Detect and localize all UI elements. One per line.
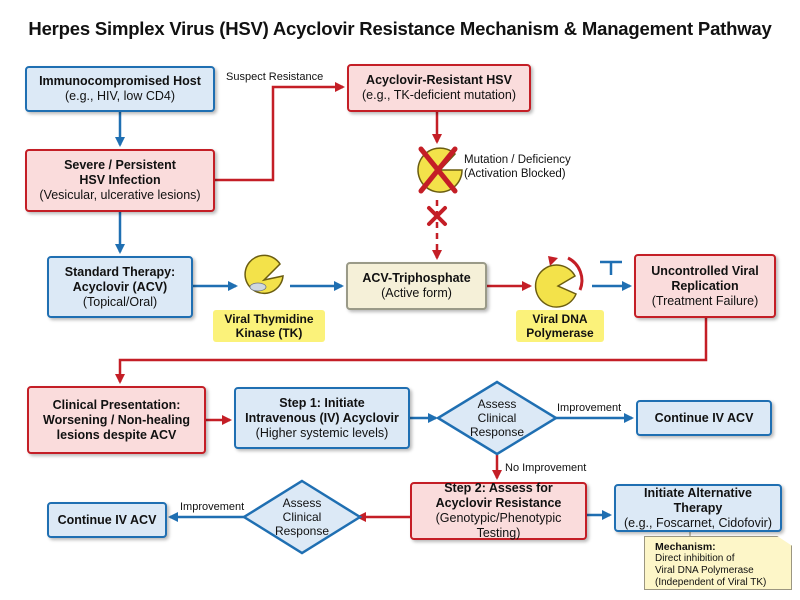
node-alternative-therapy: Initiate Alternative Therapy (e.g., Fosc… <box>614 484 782 532</box>
thymidine-kinase-icon <box>244 254 284 295</box>
node-title-line-1: Severe / Persistent <box>64 158 176 172</box>
enzyme-line-2: Kinase (TK) <box>235 326 303 340</box>
node-subtitle: (Genotypic/Phenotypic Testing) <box>435 511 562 540</box>
enzyme-line-1: Viral DNA <box>532 312 588 326</box>
node-subtitle: (Topical/Oral) <box>82 294 158 309</box>
enzyme-label-dna-polymerase: Viral DNA Polymerase <box>516 310 604 342</box>
node-line-3: lesions despite ACV <box>56 427 177 442</box>
node-title-line-1: Standard Therapy: <box>64 264 176 279</box>
decision-diamond-2 <box>241 479 363 555</box>
decision-diamond-1 <box>435 380 559 456</box>
note-line-1: Direct inhibition of <box>655 553 735 564</box>
node-title-line-2: HSV Infection <box>79 173 161 187</box>
node-title: ACV-Triphosphate <box>362 271 471 285</box>
node-continue-iv-acv-2: Continue IV ACV <box>47 502 167 538</box>
node-title-line-1: Step 1: Initiate <box>279 395 365 410</box>
node-uncontrolled-replication: Uncontrolled Viral Replication (Treatmen… <box>634 254 776 318</box>
mechanism-note: Mechanism: Direct inhibition of Viral DN… <box>644 536 792 590</box>
note-line-3: (Independent of Viral TK) <box>655 577 767 588</box>
decision-line-3: Response <box>469 425 525 439</box>
decision-line-1: Assess <box>282 496 322 510</box>
edge-label-improvement-2: Improvement <box>180 501 245 513</box>
node-title: Continue IV ACV <box>654 410 754 425</box>
node-step2-assess-resistance: Step 2: Assess for Acyclovir Resistance … <box>410 481 587 540</box>
node-line-1: Clinical Presentation: <box>52 397 181 412</box>
node-subtitle: (Vesicular, ulcerative lesions) <box>39 188 201 202</box>
edge-label-improvement-1: Improvement <box>557 402 622 414</box>
enzyme-line-2: Polymerase <box>526 326 594 340</box>
inhibition-icon <box>600 260 622 275</box>
node-subtitle: (Treatment Failure) <box>651 293 759 308</box>
enzyme-line-1: Viral Thymidine <box>224 312 314 326</box>
decision-line-1: Assess <box>477 397 517 411</box>
blocked-activation-icon <box>417 146 463 194</box>
node-clinical-presentation: Clinical Presentation: Worsening / Non-h… <box>27 386 206 454</box>
node-subtitle: (e.g., TK-deficient mutation) <box>361 88 516 102</box>
node-title: Initiate Alternative Therapy <box>644 485 752 515</box>
decision-line-2: Clinical <box>282 510 322 524</box>
node-title: Immunocompromised Host <box>39 74 201 88</box>
note-title: Mechanism: <box>655 541 716 553</box>
node-severe-infection: Severe / Persistent HSV Infection (Vesic… <box>25 149 215 212</box>
node-subtitle: (Active form) <box>381 286 452 300</box>
node-step1-iv-acyclovir: Step 1: Initiate Intravenous (IV) Acyclo… <box>234 387 410 449</box>
blocked-x-icon <box>427 206 447 226</box>
edge-label-mutation: Mutation / Deficiency (Activation Blocke… <box>464 153 571 181</box>
node-title: Acyclovir-Resistant HSV <box>366 73 512 87</box>
node-continue-iv-acv-1: Continue IV ACV <box>636 400 772 436</box>
edge-label-suspect-resistance: Suspect Resistance <box>226 71 324 83</box>
node-title-line-2: Intravenous (IV) Acyclovir <box>245 410 399 425</box>
decision-line-3: Response <box>274 524 330 538</box>
node-line-2: Worsening / Non-healing <box>43 412 190 427</box>
decision-line-2: Clinical <box>477 411 517 425</box>
note-line-2: Viral DNA Polymerase <box>655 565 754 576</box>
page-title: Herpes Simplex Virus (HSV) Acyclovir Res… <box>28 18 772 39</box>
decision-text-2: Assess Clinical Response <box>257 496 347 538</box>
node-subtitle: (Higher systemic levels) <box>255 425 389 440</box>
node-title-line-2: Acyclovir (ACV) <box>72 279 168 294</box>
node-acyclovir-resistant-hsv: Acyclovir-Resistant HSV (e.g., TK-defici… <box>347 64 531 112</box>
edge-label-line-2: (Activation Blocked) <box>464 168 566 180</box>
edge-label-line-1: Mutation / Deficiency <box>464 154 571 166</box>
node-subtitle: (e.g., Foscarnet, Cidofovir) <box>624 515 772 530</box>
node-title: Continue IV ACV <box>57 512 157 527</box>
node-title-line-1: Step 2: Assess for <box>444 481 553 495</box>
node-title-line-2: Replication <box>671 278 739 293</box>
node-subtitle: (e.g., HIV, low CD4) <box>65 89 175 103</box>
edge-uncontrolled-to-clinical <box>115 318 708 384</box>
dna-polymerase-icon <box>534 256 584 308</box>
enzyme-label-thymidine-kinase: Viral Thymidine Kinase (TK) <box>213 310 325 342</box>
node-acv-triphosphate: ACV-Triphosphate (Active form) <box>346 262 487 310</box>
node-title-line-1: Uncontrolled Viral <box>651 263 759 278</box>
node-standard-therapy: Standard Therapy: Acyclovir (ACV) (Topic… <box>47 256 193 318</box>
node-immunocompromised-host: Immunocompromised Host (e.g., HIV, low C… <box>25 66 215 112</box>
edge-severe-to-resistant <box>214 82 345 182</box>
node-title-line-2: Acyclovir Resistance <box>435 496 562 510</box>
decision-text-1: Assess Clinical Response <box>452 397 542 439</box>
edge-label-no-improvement: No Improvement <box>505 462 587 474</box>
